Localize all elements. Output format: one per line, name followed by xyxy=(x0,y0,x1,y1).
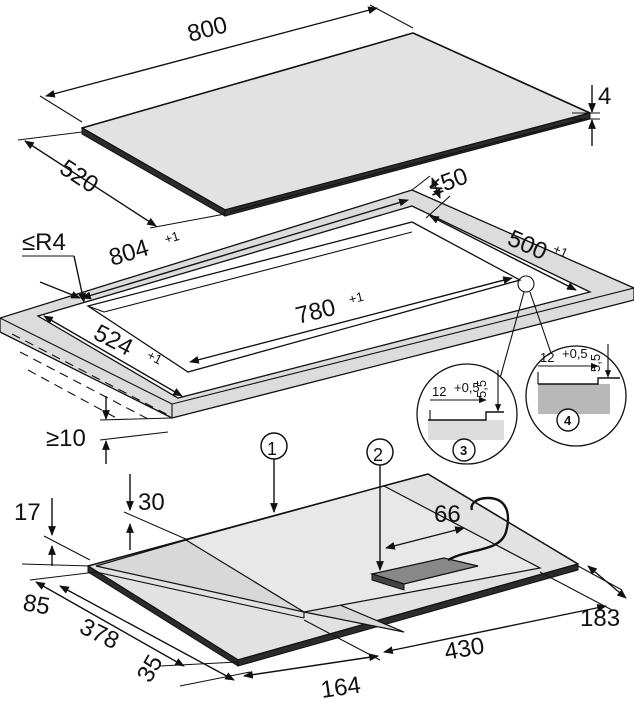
dim-524-tol: +1 xyxy=(145,347,165,367)
dim-430-label: 430 xyxy=(442,632,486,666)
dimension-30: 30 xyxy=(123,474,189,550)
detail-3-w-tol: +0,5 xyxy=(454,380,480,395)
dimension-4: 4 xyxy=(572,83,611,146)
dim-r4-label: ≤R4 xyxy=(22,229,66,256)
callout-2-label: 2 xyxy=(373,445,383,465)
detail-4-label: 4 xyxy=(564,413,572,428)
dim-4-label: 4 xyxy=(598,83,611,110)
dim-780-tol: +1 xyxy=(347,289,365,307)
detail-4: 12 +0,5 5,5 4 xyxy=(525,344,627,447)
dimension-10: ≥10 xyxy=(46,396,173,464)
dimension-chain-right xyxy=(243,565,627,679)
dim-66-label: 66 xyxy=(434,501,461,528)
dim-17-label: 17 xyxy=(14,499,41,526)
detail-4-h: 5,5 xyxy=(588,354,603,372)
dim-183-label: 183 xyxy=(580,605,620,632)
callout-1: 1 xyxy=(260,432,288,513)
detail-marker xyxy=(517,275,535,293)
detail-4-w: 12 xyxy=(540,350,554,365)
dim-30-label: 30 xyxy=(138,489,165,516)
detail-3-h: 5,5 xyxy=(474,380,489,398)
dim-378-label: 378 xyxy=(75,613,123,655)
dim-35-label: 35 xyxy=(132,650,169,687)
dim-164-label: 164 xyxy=(319,672,362,702)
dim-804-label: 804 xyxy=(106,234,152,272)
dim-520-label: 520 xyxy=(55,154,103,198)
dim-85-label: 85 xyxy=(21,589,52,620)
dim-800-label: 800 xyxy=(185,11,231,47)
cooktop-panel-top xyxy=(81,32,591,217)
dim-804-tol: +1 xyxy=(162,228,181,247)
callout-1-label: 1 xyxy=(267,439,277,459)
detail-3-w: 12 xyxy=(432,384,446,399)
detail-3: 12 +0,5 5,5 3 xyxy=(416,363,518,465)
dim-500-tol: +1 xyxy=(551,241,571,261)
dimension-66: 66 xyxy=(385,501,465,550)
dimension-chain-left xyxy=(21,563,251,687)
dimension-17: 17 xyxy=(14,498,91,566)
dim-50-label: ≤50 xyxy=(425,163,472,202)
detail-3-label: 3 xyxy=(460,443,467,458)
dimension-r4: ≤R4 xyxy=(22,229,86,303)
dim-10-label: ≥10 xyxy=(46,425,86,452)
callout-2: 2 xyxy=(366,438,394,571)
detail-4-w-tol: +0,5 xyxy=(562,346,588,361)
